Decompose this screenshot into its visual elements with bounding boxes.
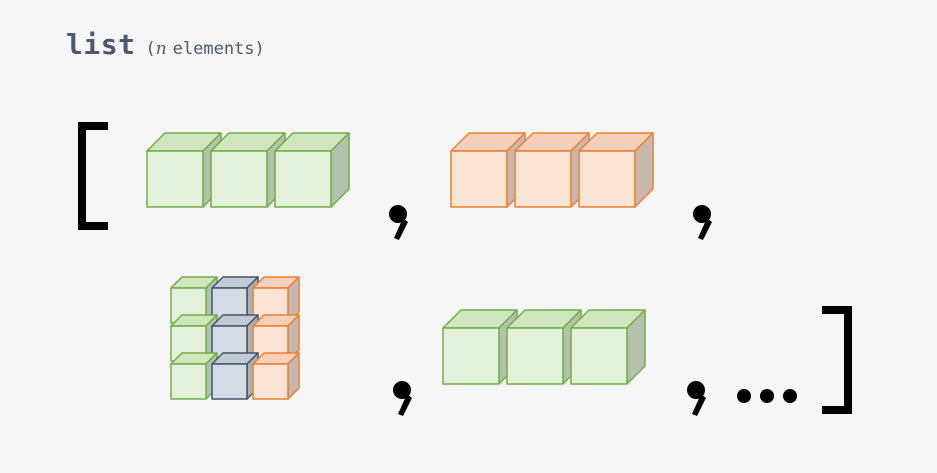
element-3-matrix: [170, 276, 300, 400]
comma-separator: [389, 205, 408, 240]
green-cube: [170, 352, 218, 400]
green-cube: [146, 132, 222, 208]
element-1-vector: [146, 132, 350, 208]
green-cube: [210, 132, 286, 208]
element-2-vector: [450, 132, 654, 208]
close-bracket: [822, 306, 852, 414]
open-bracket: [78, 122, 108, 230]
title-keyword: list: [66, 28, 136, 61]
green-cube: [274, 132, 350, 208]
orange-cube: [514, 132, 590, 208]
orange-cube: [578, 132, 654, 208]
title-close-paren: ): [254, 39, 265, 59]
comma-separator: [687, 381, 706, 416]
green-cube: [442, 309, 518, 385]
title-n-symbol: n: [155, 39, 167, 59]
comma-separator: [693, 205, 712, 240]
green-cube: [570, 309, 646, 385]
element-4-vector: [442, 309, 646, 385]
ellipsis: [737, 389, 797, 403]
green-cube: [506, 309, 582, 385]
orange-cube: [252, 352, 300, 400]
blue-cube: [211, 352, 259, 400]
comma-separator: [393, 381, 412, 416]
title-open-paren: (: [145, 39, 156, 59]
title-elements-word: elements: [172, 39, 255, 59]
orange-cube: [450, 132, 526, 208]
